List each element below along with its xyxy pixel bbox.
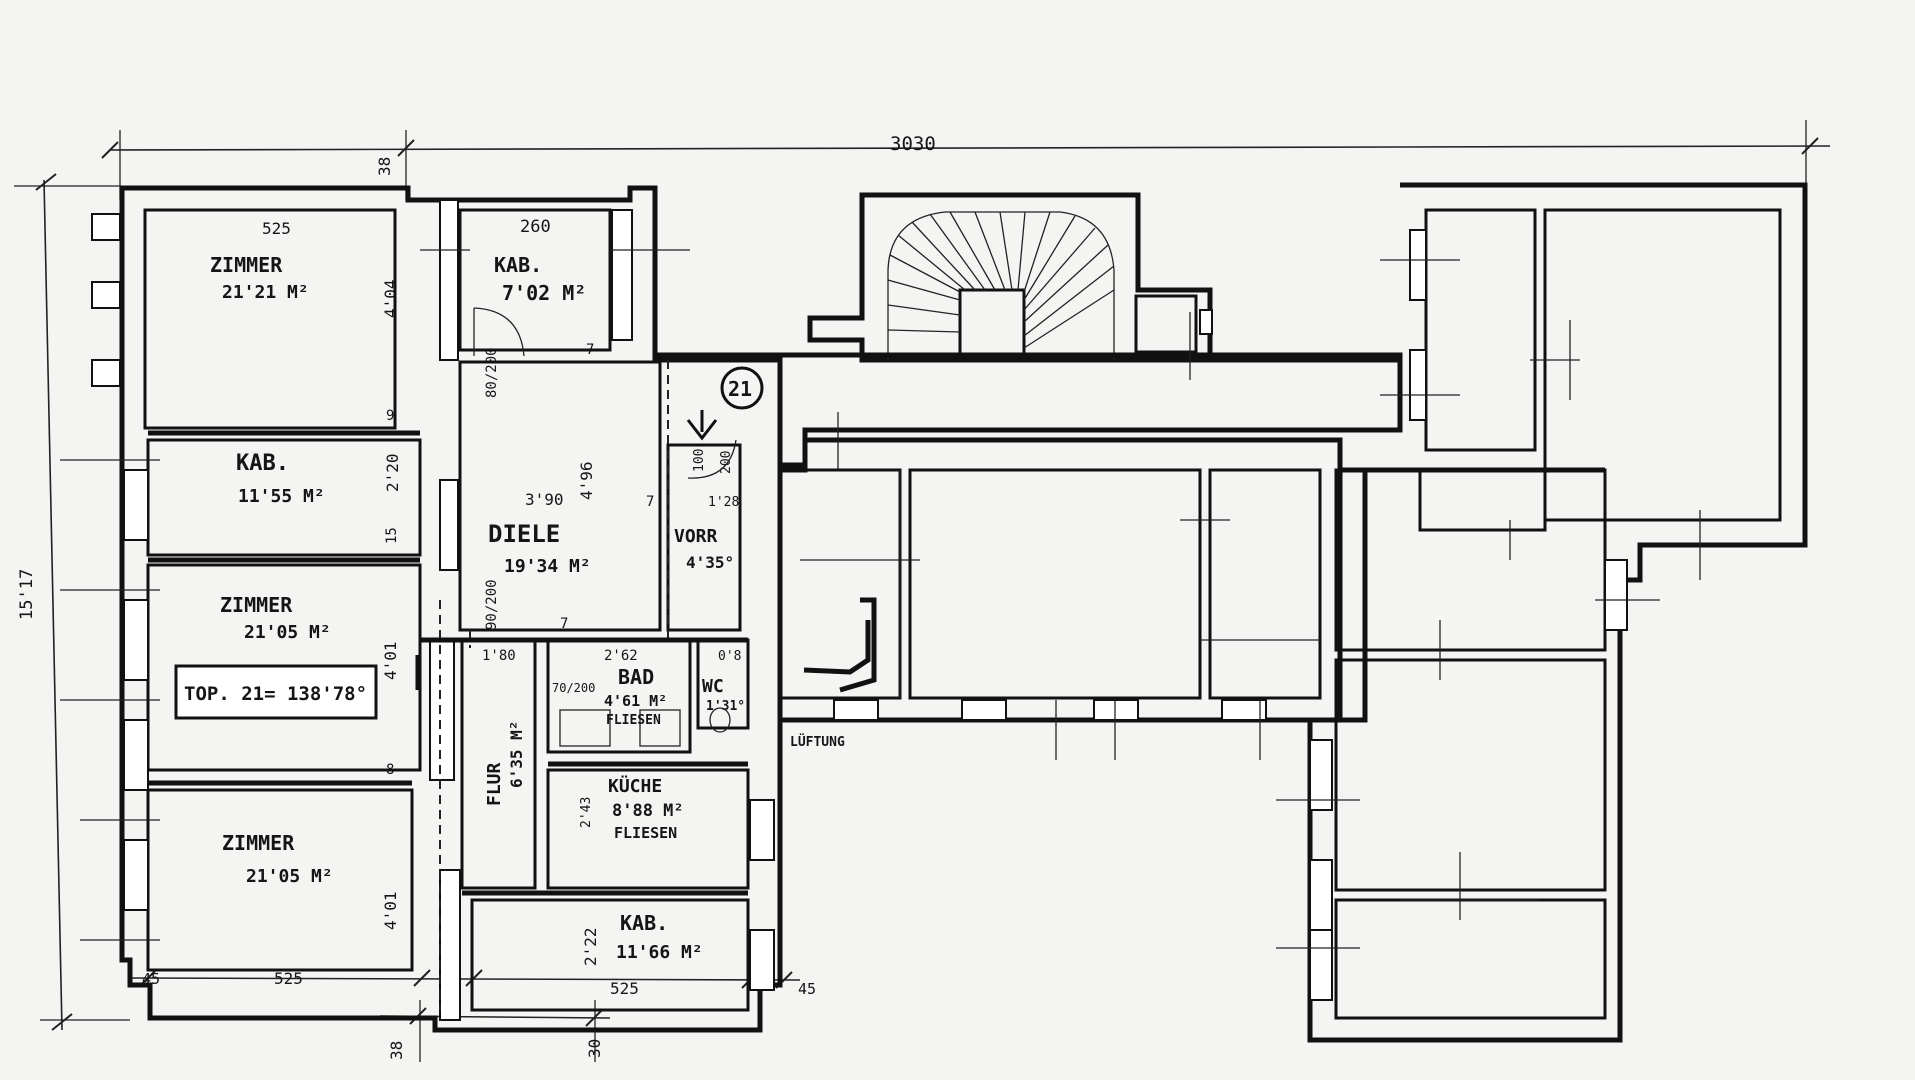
dim-overall-width: 3030	[890, 133, 936, 155]
dim-wall-30-bottom: 30	[585, 1039, 604, 1058]
zimmer2-area: 21'05 M²	[244, 622, 331, 643]
unit-marker: 21	[686, 366, 764, 441]
central-block	[655, 312, 1403, 760]
kab2-name: KAB.	[236, 451, 289, 476]
dim-kab1-width: 260	[520, 217, 551, 237]
stairwell	[807, 192, 1403, 363]
dim-kab2-depth: 2'20	[383, 453, 402, 492]
kab3-name: KAB.	[620, 911, 668, 935]
room-labels: ZIMMER 21'21 M² KAB. 7'02 M² KAB. 11'55 …	[210, 253, 845, 963]
unit-total: TOP. 21= 138'78°	[184, 683, 367, 705]
dim-door-90-200: 90/200	[484, 579, 500, 630]
dim-num-9: 9	[386, 408, 394, 424]
kab2-area: 11'55 M²	[238, 486, 325, 507]
zimmer2-name: ZIMMER	[220, 593, 293, 617]
dim-bad-262: 2'62	[604, 648, 638, 664]
dimension-lines	[14, 120, 1831, 1062]
wc-name: WC	[702, 676, 724, 697]
kueche-area: 8'88 M²	[612, 801, 684, 821]
apartment-top-21-walls	[60, 185, 871, 1033]
kueche-finish: FLIESEN	[614, 824, 677, 842]
dim-diele-depth: 4'96	[577, 461, 596, 500]
dimension-labels: 3030 15'17 38 38 30 525 260 4'04 3'90 4'…	[17, 133, 936, 1060]
kueche-name: KÜCHE	[608, 775, 662, 797]
zimmer3-area: 21'05 M²	[246, 866, 333, 887]
dim-vorr-128: 1'28	[708, 495, 739, 510]
dim-zimmer3-width: 525	[274, 969, 303, 988]
flur-name: FLUR	[484, 762, 505, 806]
dim-num-7c: 7	[560, 616, 568, 632]
dim-zimmer3-depth: 4'01	[381, 891, 400, 930]
dim-zimmer1-width: 525	[262, 219, 291, 238]
unit-total-box: TOP. 21= 138'78°	[174, 664, 378, 720]
dim-num-7b: 7	[646, 494, 654, 510]
zimmer1-area: 21'21 M²	[222, 282, 309, 303]
dim-wc-08: 0'8	[718, 649, 741, 664]
wc-area: 1'31°	[706, 699, 745, 714]
dim-num-15: 15	[384, 527, 400, 544]
diele-name: DIELE	[488, 520, 560, 548]
dim-zimmer2-depth: 4'01	[381, 641, 400, 680]
dim-overall-depth: 15'17	[17, 569, 37, 620]
dim-door-80-200: 80/200	[484, 347, 500, 398]
bad-area: 4'61 M²	[604, 692, 667, 710]
right-wing	[1276, 182, 1808, 1043]
dim-kab3-depth: 2'22	[581, 927, 600, 966]
zimmer1-name: ZIMMER	[210, 253, 283, 277]
diele-area: 19'34 M²	[504, 556, 591, 577]
kab1-name: KAB.	[494, 253, 542, 277]
flur-area: 6'35 M²	[507, 721, 526, 788]
dim-vorr-100: 100	[692, 449, 707, 472]
dim-wall-38-top: 38	[375, 157, 394, 176]
dim-kueche-243: 2'43	[579, 797, 594, 828]
dim-bad-70-200: 70/200	[552, 681, 595, 695]
bad-name: BAD	[618, 665, 654, 689]
vorr-name: VORR	[674, 526, 718, 547]
dim-zimmer1-depth: 4'04	[381, 279, 400, 318]
vorr-area: 4'35°	[686, 553, 734, 572]
dim-diele-width: 3'90	[525, 490, 564, 509]
dim-kab3-width: 525	[610, 979, 639, 998]
kab3-area: 11'66 M²	[616, 942, 703, 963]
zimmer3-name: ZIMMER	[222, 831, 295, 855]
dim-side-45-right: 45	[798, 980, 816, 998]
dim-flur-180: 1'80	[482, 648, 516, 664]
lueftung-label: LÜFTUNG	[790, 734, 845, 750]
dim-wall-38-bottom: 38	[387, 1041, 406, 1060]
unit-number: 21	[728, 377, 752, 401]
bad-finish: FLIESEN	[606, 713, 661, 728]
kab1-area: 7'02 M²	[502, 281, 586, 305]
